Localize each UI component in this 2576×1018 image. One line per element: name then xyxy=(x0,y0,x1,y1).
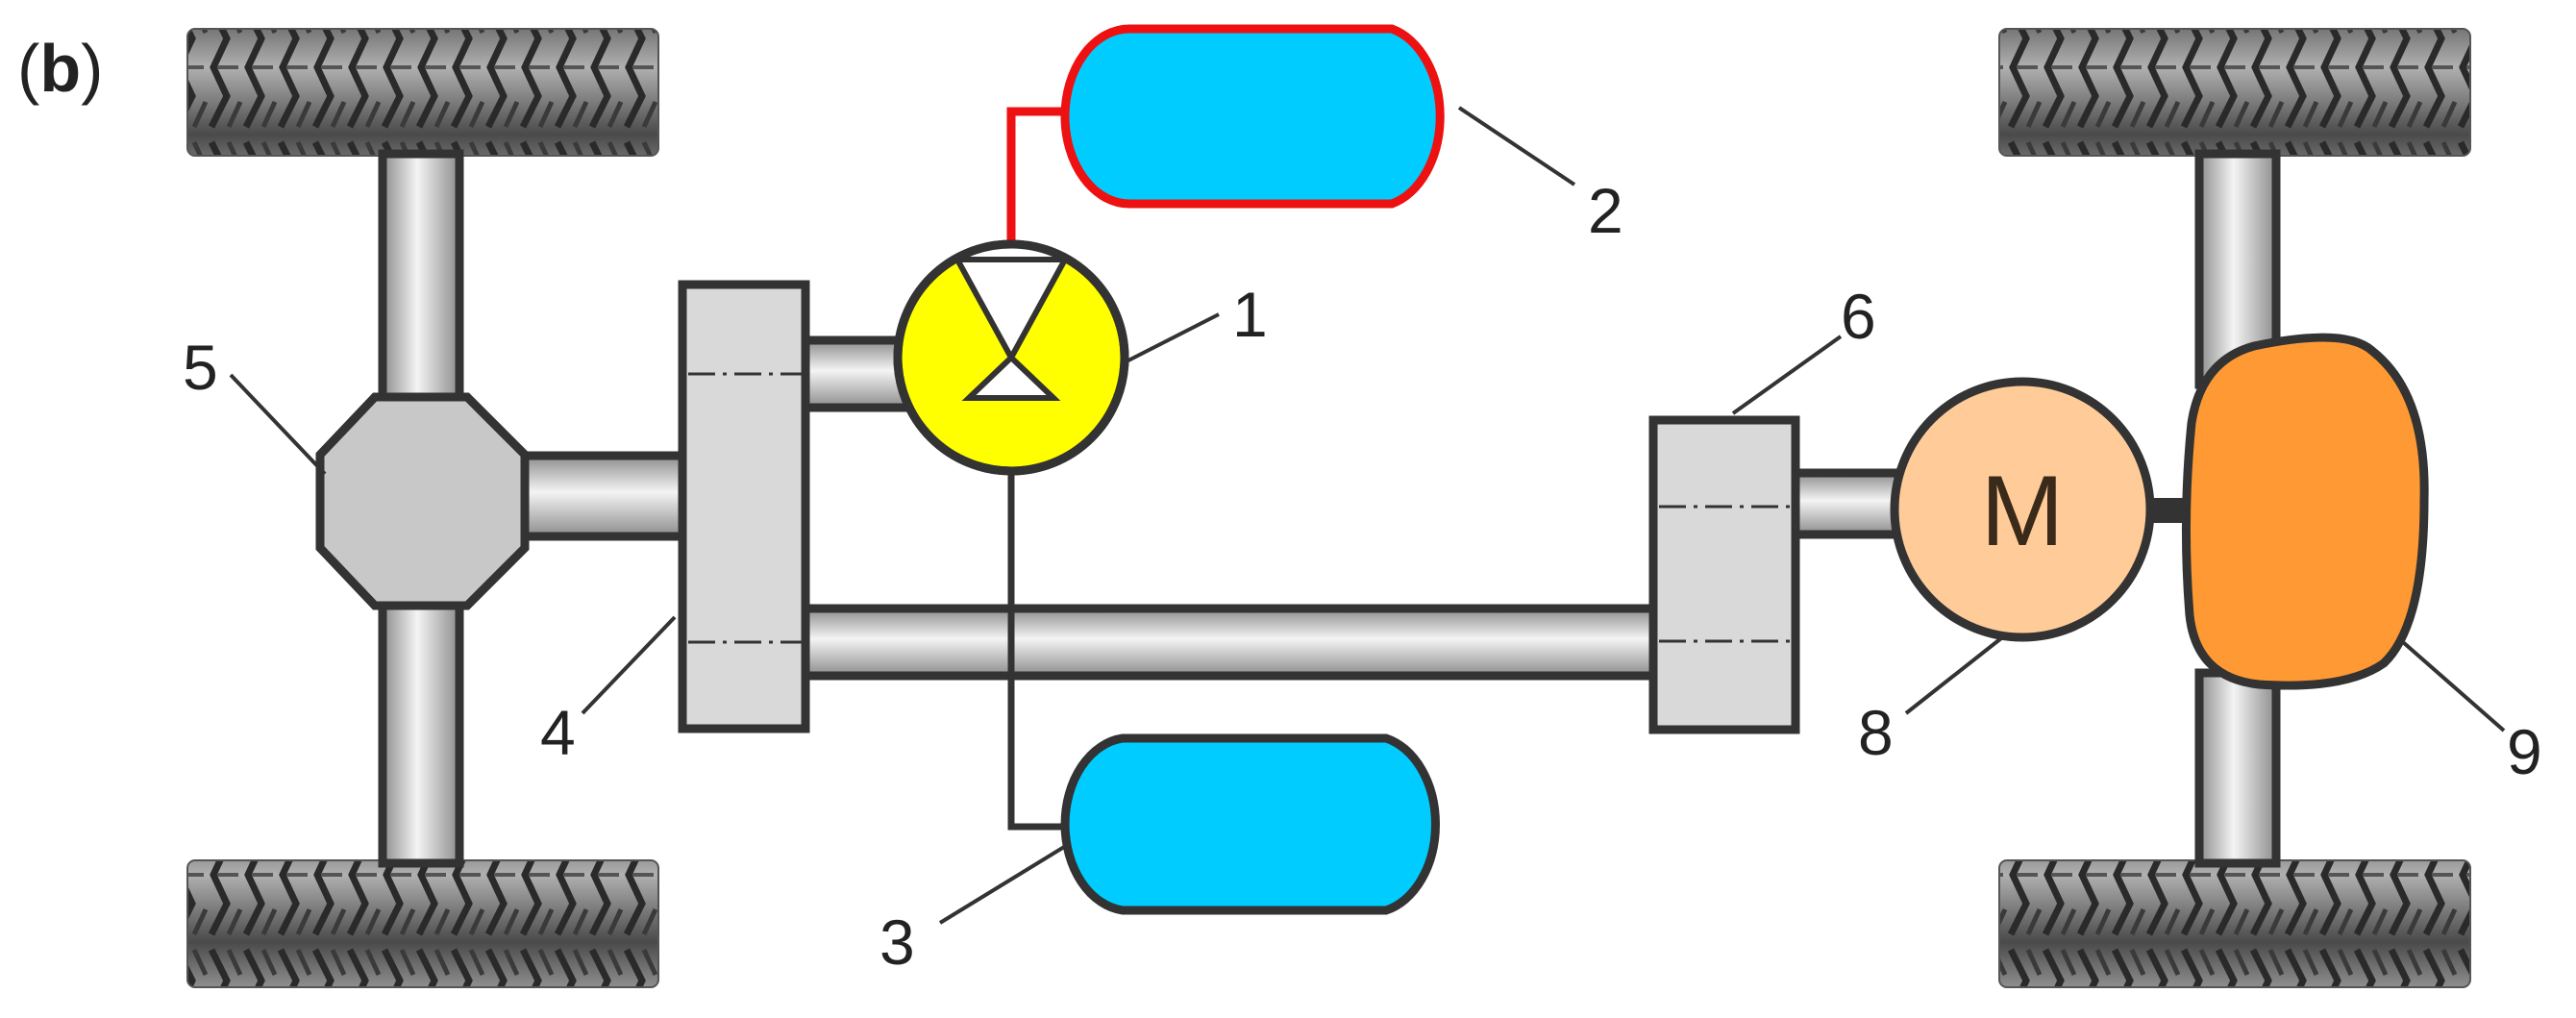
front-axle-lower xyxy=(378,591,464,868)
pump-upper-triangle xyxy=(952,257,1071,364)
high-pressure-line xyxy=(1006,107,1075,242)
panel-label-open: ( xyxy=(17,31,39,106)
pump-input-shaft xyxy=(798,335,913,412)
leader-line-6 xyxy=(1731,335,1843,415)
high-pressure-accumulator xyxy=(1060,24,1445,209)
rear-right-wheel xyxy=(1998,859,2471,988)
leader-line-4 xyxy=(581,615,677,715)
callout-4: 4 xyxy=(540,697,576,768)
panel-label-letter: b xyxy=(39,31,81,106)
rear-differential xyxy=(2181,333,2429,690)
electric-motor xyxy=(1890,377,2155,642)
leader-line-8 xyxy=(1904,636,2003,715)
leader-line-5 xyxy=(229,373,327,476)
callout-6: 6 xyxy=(1841,281,1876,352)
motor-symbol: M xyxy=(1981,456,2065,567)
front-output-shaft xyxy=(519,451,692,541)
front-right-wheel xyxy=(186,859,659,988)
rear-left-wheel xyxy=(1998,28,2471,157)
leader-line-1 xyxy=(1122,312,1220,365)
pump-lower-triangle xyxy=(961,353,1061,401)
front-left-wheel xyxy=(186,28,659,157)
front-axle-upper xyxy=(378,149,464,409)
callout-2: 2 xyxy=(1588,175,1623,246)
panel-label: (b) xyxy=(17,31,103,106)
leader-line-9 xyxy=(2401,640,2506,732)
rear-axle-lower xyxy=(2194,668,2281,868)
leader-line-3 xyxy=(938,842,1071,925)
callout-5: 5 xyxy=(183,332,218,403)
leader-line-2 xyxy=(1457,106,1576,186)
front-differential xyxy=(315,392,530,610)
front-gearbox xyxy=(678,280,810,733)
callout-3: 3 xyxy=(879,906,915,978)
callout-9: 9 xyxy=(2507,716,2542,787)
rear-gearbox xyxy=(1648,415,1800,734)
main-drive-shaft xyxy=(798,604,1663,681)
callout-8: 8 xyxy=(1858,697,1894,768)
low-pressure-line xyxy=(1007,471,1069,831)
motor-input-shaft xyxy=(1790,468,1903,539)
panel-label-close: ) xyxy=(81,31,103,106)
callout-1: 1 xyxy=(1232,279,1268,350)
pump-upper-segment xyxy=(957,245,1065,358)
low-pressure-accumulator xyxy=(1060,733,1440,915)
pump-outline xyxy=(893,239,1129,476)
